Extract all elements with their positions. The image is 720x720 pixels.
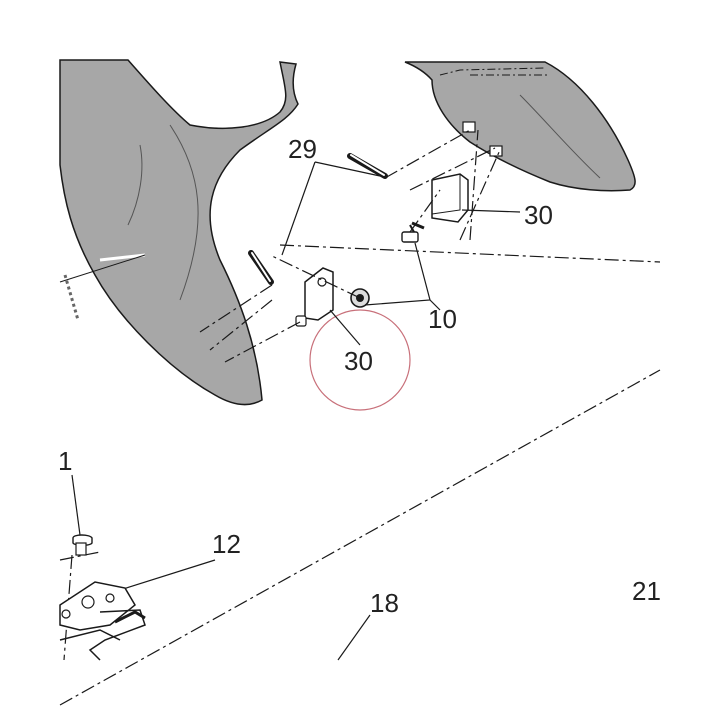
- callout-labels: 29 30 10 30 1 12 18 21: [58, 134, 661, 618]
- left-fairing-panel: [59, 59, 299, 406]
- callout-18: 18: [370, 588, 399, 618]
- bolt-upper: [401, 221, 425, 243]
- callout-1: 1: [58, 446, 72, 476]
- highlight-circle: [309, 309, 411, 411]
- bottom-left-assembly: [59, 534, 146, 661]
- assembly-lines: [59, 129, 661, 706]
- upper-bracket: [431, 173, 469, 223]
- pin-lower: [248, 250, 274, 285]
- callout-30-lower: 30: [344, 346, 373, 376]
- pin-upper: [347, 153, 388, 179]
- lower-bracket: [295, 267, 334, 327]
- upper-right-fairing-panel: [404, 61, 636, 192]
- callout-30-upper: 30: [524, 200, 553, 230]
- callout-12: 12: [212, 529, 241, 559]
- callout-10: 10: [428, 304, 457, 334]
- callout-21: 21: [632, 576, 661, 606]
- leader-lines: [71, 161, 521, 661]
- callout-29: 29: [288, 134, 317, 164]
